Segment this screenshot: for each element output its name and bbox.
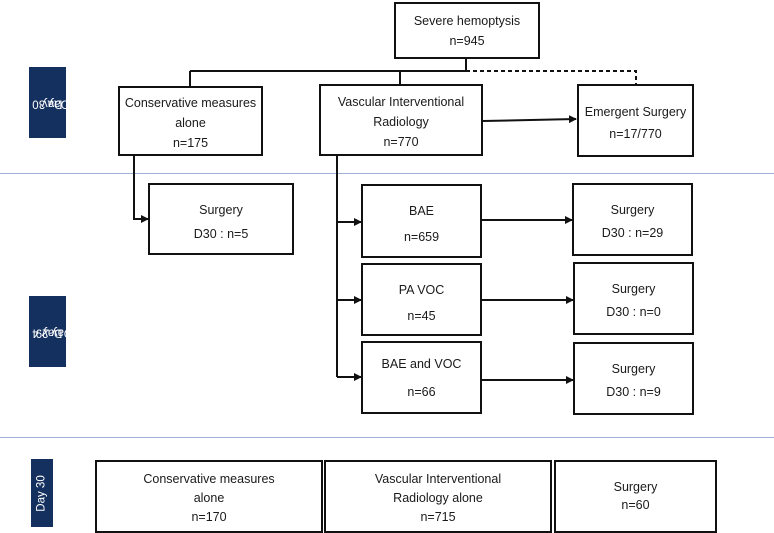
connector-to-emergent-dashed bbox=[466, 70, 637, 84]
box-emergent-surgery: Emergent Surgery n=17/770 bbox=[577, 84, 694, 157]
box-bae-surgery: Surgery D30 : n=29 bbox=[572, 183, 693, 256]
arrow-conservative-to-surgery bbox=[133, 156, 149, 223]
box-text: n=175 bbox=[172, 136, 209, 150]
box-text: n=770 bbox=[383, 135, 419, 149]
box-text: Radiology alone bbox=[393, 491, 483, 505]
box-pa-voc-surgery: Surgery D30 : n=0 bbox=[573, 262, 694, 335]
box-text: D30 : n=9 bbox=[606, 385, 661, 399]
box-severe-hemoptysis: Severe hemoptysis n=945 bbox=[394, 2, 540, 59]
box-text: n=945 bbox=[449, 34, 485, 48]
box-text: Emergent Surgery bbox=[584, 105, 687, 119]
box-text: alone bbox=[175, 116, 206, 130]
phase-separator bbox=[0, 173, 774, 174]
arrow-vir-to-emergent bbox=[482, 115, 577, 124]
box-text: Vascular Interventional bbox=[374, 472, 502, 486]
box-text: n=17/770 bbox=[609, 127, 662, 141]
box-text: Surgery bbox=[199, 203, 243, 217]
box-final-vascular-interventional: Vascular Interventional Radiology alone … bbox=[324, 460, 552, 533]
phase-separator bbox=[0, 437, 774, 438]
box-bae-and-voc-surgery: Surgery D30 : n=9 bbox=[573, 342, 694, 415]
box-text: n=45 bbox=[407, 309, 436, 323]
box-final-surgery: Surgery n=60 bbox=[554, 460, 717, 533]
box-pa-voc: PA VOC n=45 bbox=[361, 263, 482, 336]
box-text: Surgery bbox=[611, 362, 656, 376]
box-text: Vascular Interventional bbox=[337, 95, 465, 109]
box-text: n=659 bbox=[403, 230, 440, 244]
box-text: alone bbox=[193, 491, 225, 505]
box-text: BAE and VOC bbox=[381, 357, 462, 371]
box-text: PA VOC bbox=[398, 283, 445, 297]
box-bae-and-voc: BAE and VOC n=66 bbox=[361, 341, 482, 414]
box-conservative-measures: Conservative measures alone n=175 bbox=[118, 86, 263, 156]
box-text: Radiology bbox=[373, 115, 429, 129]
box-final-conservative: Conservative measures alone n=170 bbox=[95, 460, 323, 533]
box-text: Conservative measures bbox=[143, 472, 275, 486]
phase-label-day30: Day 30 bbox=[31, 459, 53, 527]
box-bae: BAE n=659 bbox=[361, 184, 482, 258]
box-text: BAE bbox=[408, 204, 434, 218]
box-text: D30 : n=0 bbox=[606, 305, 661, 319]
box-text: Surgery bbox=[613, 480, 658, 494]
box-text: D30 : n=5 bbox=[193, 227, 249, 241]
box-text: Conservative measures bbox=[124, 96, 257, 110]
box-text: n=60 bbox=[621, 498, 650, 512]
box-text: n=170 bbox=[191, 510, 227, 524]
box-text: Severe hemoptysis bbox=[413, 14, 521, 28]
box-text: n=66 bbox=[407, 385, 436, 399]
box-text: D30 : n=29 bbox=[601, 226, 664, 240]
box-text: Surgery bbox=[611, 282, 656, 296]
box-text: n=715 bbox=[420, 510, 456, 524]
box-conservative-surgery: Surgery D30 : n=5 bbox=[148, 183, 294, 255]
box-vascular-interventional-radiology: Vascular Interventional Radiology n=770 bbox=[319, 84, 483, 156]
box-text: Surgery bbox=[610, 203, 655, 217]
